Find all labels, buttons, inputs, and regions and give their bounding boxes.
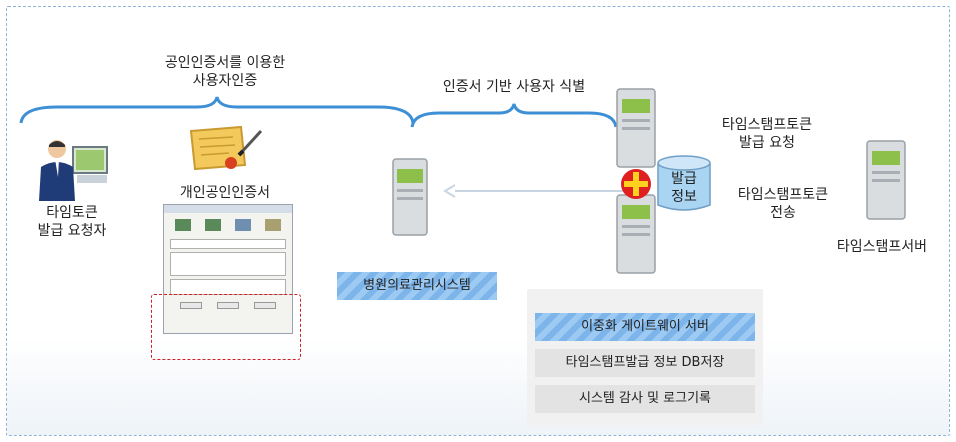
label-ts-server: 타임스탬프서버 — [836, 239, 928, 255]
timestamp-server-icon — [866, 140, 906, 220]
gateway-server-1-icon — [616, 88, 656, 168]
gateway-feature-2: 시스템 감사 및 로그기록 — [535, 385, 755, 413]
label-issue-info-line2: 정보 — [671, 189, 697, 205]
certificate-scroll-icon — [189, 125, 263, 171]
hospital-system-label: 병원의료관리시스템 — [337, 272, 497, 300]
label-requester-line1: 타임토큰 — [46, 205, 98, 221]
gateway-feature-0: 이중화 게이트웨이 서버 — [535, 313, 755, 341]
certificate-dialog — [163, 204, 293, 334]
brace-user-auth — [19, 96, 415, 124]
label-public-cert-auth-line2: 사용자인증 — [192, 73, 258, 89]
gateway-server-2-icon — [616, 194, 656, 274]
password-area-highlight — [151, 294, 301, 360]
user-computer-icon — [39, 140, 108, 201]
brace-cert-id — [410, 103, 618, 128]
gateway-feature-1: 타임스탬프발급 정보 DB저장 — [535, 349, 755, 377]
label-ts-request-line1: 타임스탬프토큰 — [721, 117, 813, 133]
label-cert-user-id: 인증서 기반 사용자 식별 — [442, 79, 586, 95]
label-requester-line2: 발급 요청자 — [37, 223, 107, 239]
label-public-cert-auth-line1: 공인인증서를 이용한 — [164, 55, 286, 71]
diagram-frame: 공인인증서를 이용한 사용자인증 인증서 기반 사용자 식별 타임토큰 발급 요… — [6, 6, 950, 436]
label-ts-request-line2: 발급 요청 — [739, 135, 795, 151]
label-issue-info-line1: 발급 — [671, 171, 697, 187]
label-personal-cert: 개인공인인증서 — [179, 185, 271, 201]
connector-arrow — [443, 184, 623, 198]
plus-icon — [621, 169, 651, 199]
label-ts-send-line1: 타임스탬프토큰 — [737, 187, 829, 203]
hospital-server-icon — [392, 158, 428, 236]
database-icon — [657, 155, 711, 211]
floor-gradient — [7, 337, 949, 435]
label-ts-send-line2: 전송 — [770, 205, 796, 221]
